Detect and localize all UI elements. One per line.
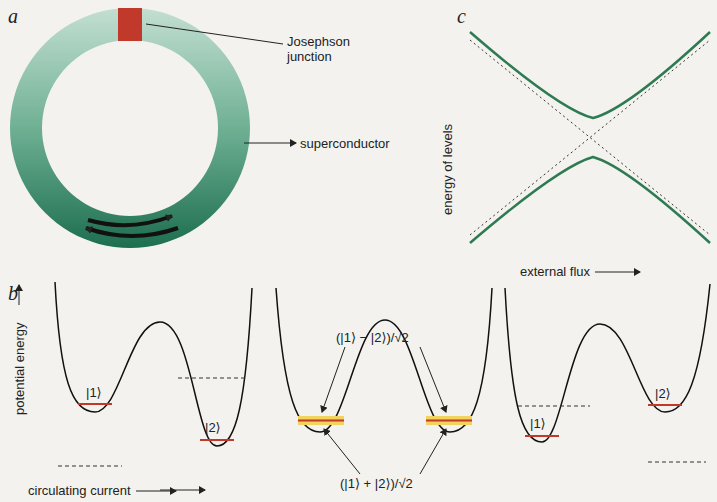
state-label: (|1⟩ + |2⟩)/√2 [340,476,413,491]
energy-level [525,435,559,437]
dashed-level [178,378,246,379]
dashed-level [518,406,590,407]
dashed-level [648,462,706,463]
energy-level [298,420,344,422]
leader-line [420,429,446,474]
dashed-level [58,466,122,467]
axis-arrow [19,285,20,305]
double-well [55,282,252,446]
current-arrow [86,228,178,236]
state-label: (|1⟩ − |2⟩)/√2 [336,330,409,345]
junction-block [118,8,142,41]
part-label: Josephson junction [287,34,357,64]
energy-curve [470,157,710,243]
energy-curve [470,32,710,118]
level-band [426,416,472,425]
panel-letter: c [457,6,466,26]
superconducting-ring [10,8,250,248]
leader-line [244,143,296,144]
panel-letter: a [8,6,18,26]
state-label: |2⟩ [205,420,221,435]
panel-letter: b [8,283,18,303]
level-band [298,416,344,425]
asymptote [470,40,710,235]
axis-arrow [595,272,640,273]
leader-line [324,429,360,474]
leader-line [322,347,345,412]
state-label: |2⟩ [655,386,671,401]
current-arrow [88,216,172,225]
double-well [276,288,492,432]
axis-label: energy of levels [440,124,455,215]
part-label: superconductor [300,136,390,151]
energy-level [78,403,112,405]
double-well [505,284,710,442]
leader-line [146,24,283,44]
axis-label: potential energy [12,322,27,415]
state-label: |1⟩ [86,385,102,400]
axis-label: circulating current [28,483,131,498]
axis-arrow [136,491,176,492]
axis-label: external flux [520,264,590,279]
state-label: |1⟩ [530,416,546,431]
asymptote [470,40,710,235]
axis-arrow [160,490,205,491]
energy-level [200,439,234,441]
energy-level [648,404,682,406]
energy-level [426,420,472,422]
leader-line [420,347,446,412]
